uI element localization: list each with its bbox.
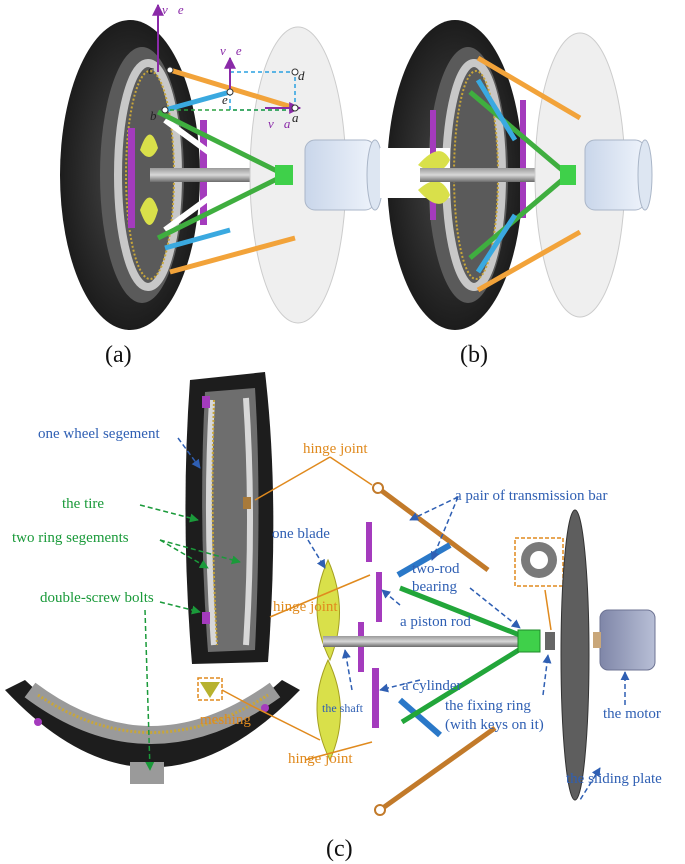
panel-a-blade-bottom	[140, 197, 158, 225]
panel-c-blade	[316, 558, 341, 662]
panel-c-ring-segment-bottom	[5, 680, 300, 768]
panel-c-blue-rod-bottom	[398, 697, 442, 738]
label-fixing-ring: the fixing ring	[445, 698, 531, 714]
panel-a-motor	[304, 139, 376, 211]
label-one-wheel-segment: one wheel segement	[38, 426, 160, 442]
label-bearing: bearing	[412, 579, 457, 595]
label-piston-rod: a piston rod	[400, 614, 471, 630]
panel-a-green-rod-top	[156, 109, 287, 178]
panel-c-meshing-inset	[197, 677, 223, 701]
caption-c: (c)	[326, 836, 353, 862]
panel-c-bearing	[517, 629, 541, 653]
label-cylinder: a cylinder	[402, 678, 462, 694]
label-meshing: meshing	[200, 712, 251, 728]
panel-a-purple-bar-left	[128, 128, 135, 228]
label-the-shaft: the shaft	[322, 701, 364, 715]
panel-c-transmission-bar-bottom	[378, 725, 497, 813]
label-the-tire: the tire	[62, 496, 104, 512]
label-sliding-plate: the sliding plate	[566, 771, 662, 787]
label-point-e: e	[222, 92, 228, 107]
label-ve-top: v⃗e	[162, 2, 184, 17]
caption-a: (a)	[105, 342, 132, 368]
panel-a-blue-rod-top	[164, 89, 231, 113]
label-hinge-joint-mid: hinge joint	[273, 599, 338, 615]
panel-a-blade-top	[140, 134, 158, 158]
panel-c: one wheel segement the tire two ring seg…	[5, 372, 662, 862]
panel-c-motor	[599, 609, 656, 671]
label-one-blade: one blade	[272, 526, 330, 542]
panel-c-sliding-plate	[560, 509, 590, 801]
label-two-rod: two-rod	[412, 561, 460, 577]
label-point-a: a	[292, 110, 299, 125]
label-double-screw-bolts: double-screw bolts	[40, 590, 154, 606]
panel-c-cylinder	[372, 668, 379, 728]
panel-c-transmission-bar-top	[376, 485, 490, 573]
label-fixing-ring-note: (with keys on it)	[445, 717, 544, 733]
label-pair-transmission-bar: a pair of transmission bar	[455, 488, 607, 504]
panel-c-shaft	[323, 636, 523, 647]
label-point-c: c	[148, 62, 154, 77]
label-point-b: b	[150, 108, 157, 123]
panel-c-green-rod-bottom	[400, 645, 524, 725]
label-the-motor: the motor	[603, 706, 661, 722]
panel-c-piston-rod	[376, 572, 382, 622]
panel-a-orange-rod-bottom	[169, 235, 296, 275]
label-two-ring-segments: two ring segements	[12, 530, 129, 546]
panel-b: (b)	[380, 20, 653, 368]
label-va: v⃗a	[268, 116, 291, 131]
panel-b-motor	[584, 139, 646, 211]
label-point-d: d	[298, 68, 305, 83]
panel-a-blue-rod-bottom	[164, 227, 231, 251]
panel-a: v⃗e v⃗e v⃗a c d e b a (a)	[60, 2, 384, 368]
panel-c-fixing-ring	[545, 632, 555, 650]
label-hinge-joint-bottom: hinge joint	[288, 751, 353, 767]
label-ve-mid: v⃗e	[220, 43, 242, 58]
panel-a-orange-rod-top	[169, 67, 296, 111]
caption-b: (b)	[460, 342, 488, 368]
panel-a-green-rod-bottom	[156, 172, 287, 241]
panel-c-green-rod-top	[399, 585, 523, 639]
panel-c-blue-rod-top	[396, 542, 452, 578]
label-hinge-joint-top: hinge joint	[303, 441, 368, 457]
